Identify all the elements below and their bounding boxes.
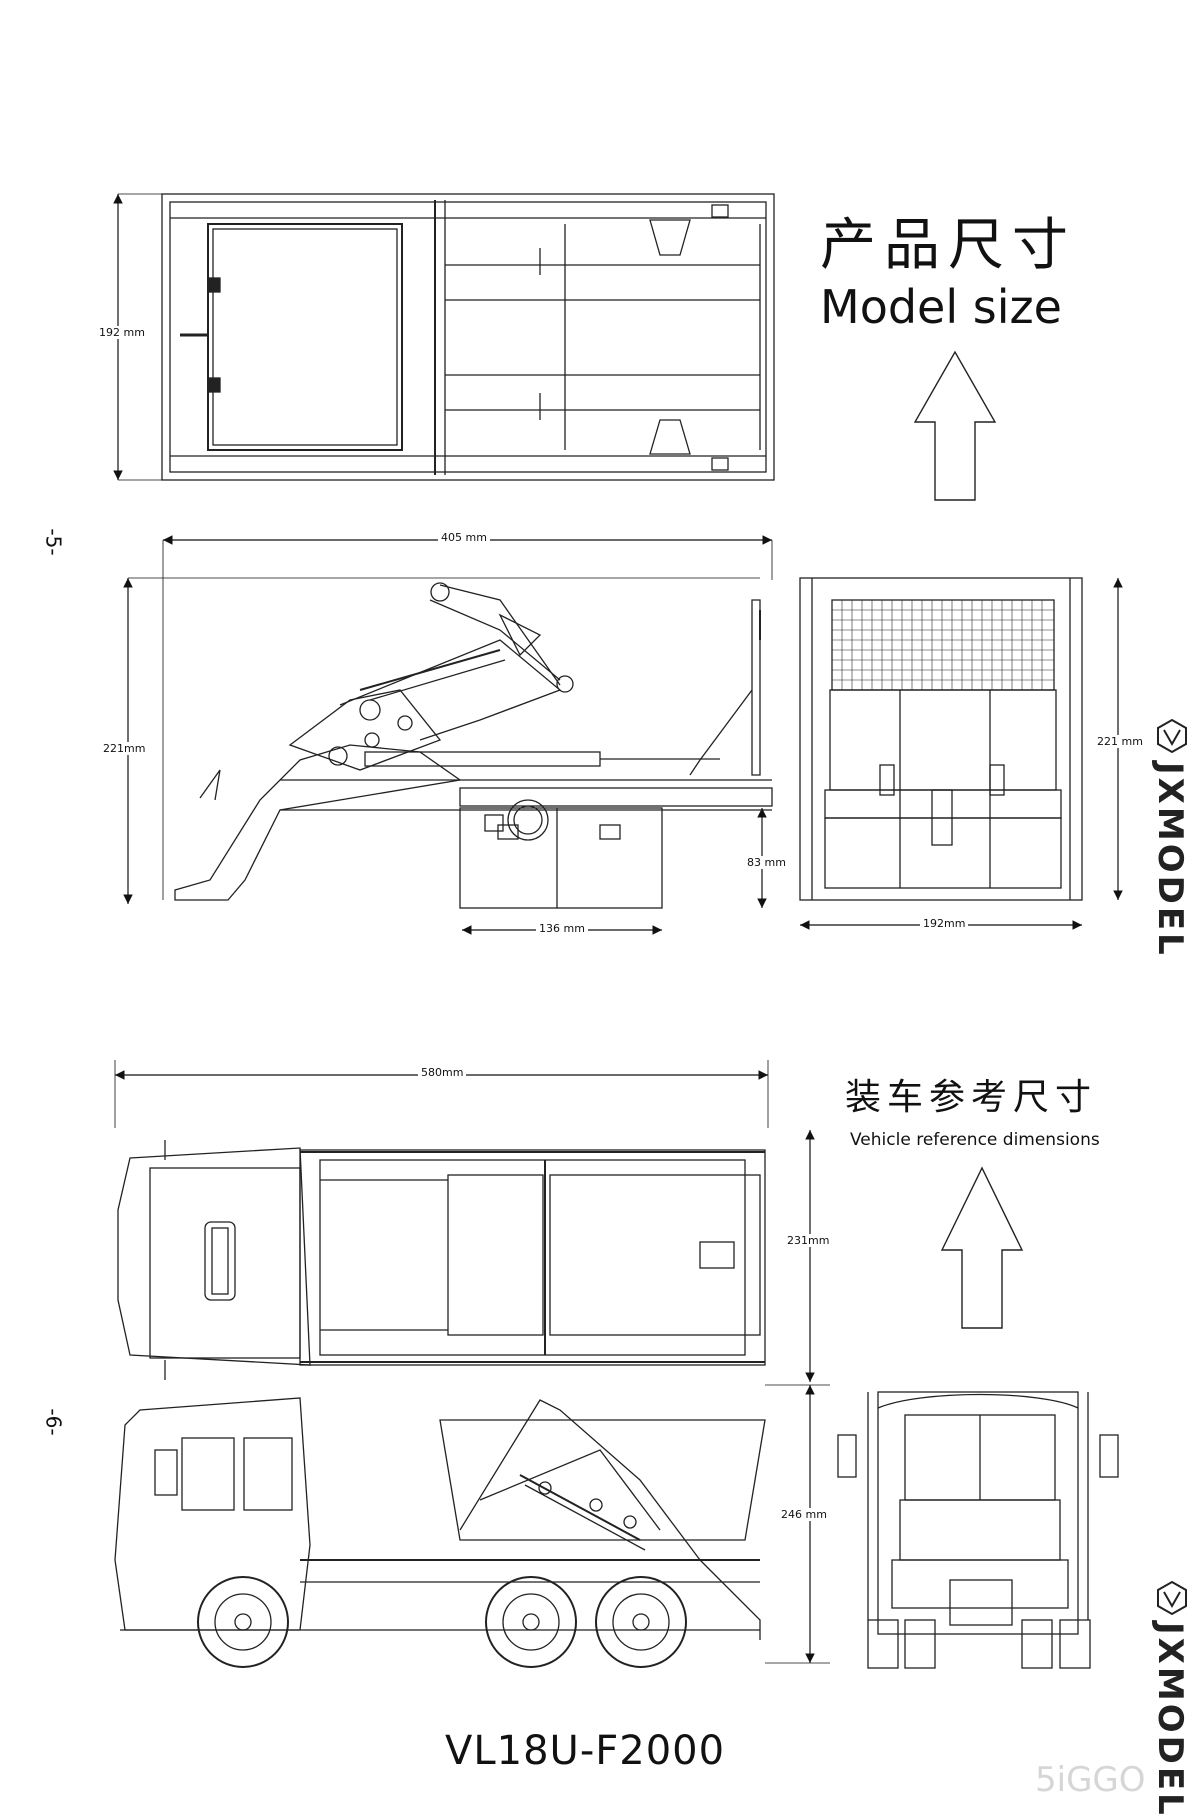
watermark: 5iGGO [1035,1760,1146,1800]
dim-truck-height: 246 mm [778,1508,830,1521]
model-size-title-cn: 产品尺寸 [820,213,1076,278]
brand-vertical-1: JXMODEL [1150,762,1190,958]
vehicle-ref-arrow [940,1166,1024,1329]
page-number-5: -5- [41,528,66,556]
truck-rear-view [837,1391,1119,1669]
brand-vertical-2: JXMODEL [1150,1622,1190,1818]
model-size-title-en: Model size [820,280,1062,334]
dim-box-height: 83 mm [744,856,789,869]
dim-box-width: 136 mm [536,922,588,935]
dim-side-length: 405 mm [438,531,490,544]
truck-wheels [197,1576,687,1668]
page-number-6: -6- [41,1408,66,1436]
vehicle-ref-title-cn: 装车参考尺寸 [845,1077,1098,1118]
dim-rear-height: 221 mm [1094,735,1146,748]
vehicle-ref-title-en: Vehicle reference dimensions [850,1130,1100,1150]
dim-rear-width: 192mm [920,917,969,930]
truck-side-view [114,1397,766,1668]
model-side-view [174,582,773,909]
dim-top-width: 192 mm [96,326,148,339]
jxmodel-logo-icon [1157,718,1187,754]
model-code: VL18U-F2000 [445,1728,726,1774]
model-size-arrow [913,350,997,501]
dim-truck-width: 231mm [784,1234,833,1247]
model-top-view [161,193,775,481]
dim-truck-length: 580mm [418,1066,467,1079]
dim-side-height: 221mm [100,742,149,755]
truck-top-view [117,1140,766,1380]
model-rear-view [799,577,1083,901]
jxmodel-logo-icon-2 [1157,1580,1187,1616]
